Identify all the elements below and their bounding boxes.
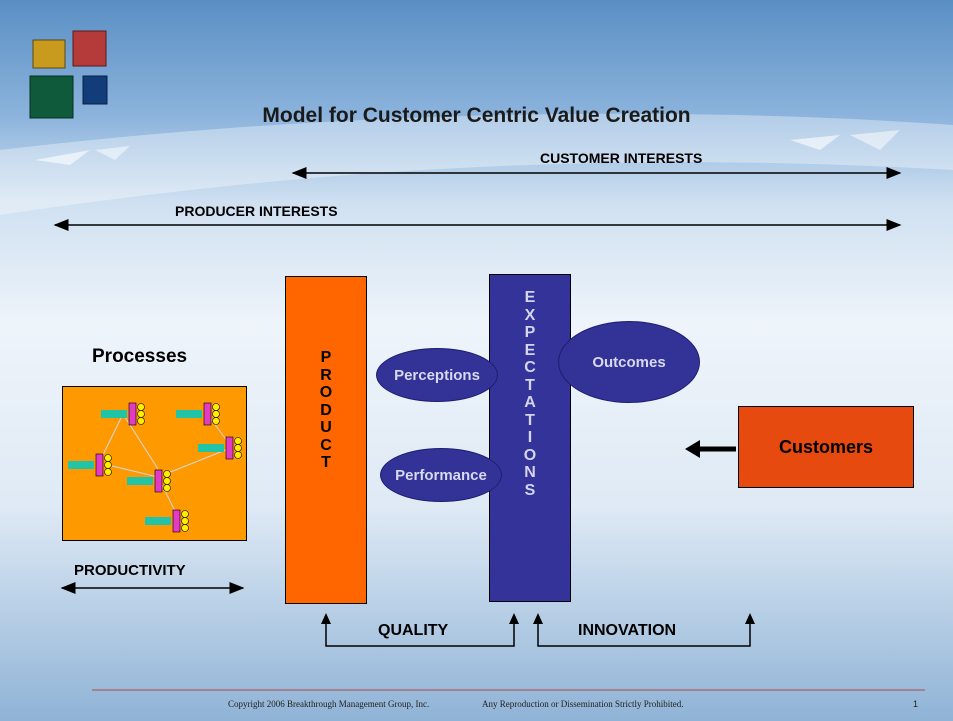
expectations-letter: T	[525, 411, 535, 429]
product-letter: T	[321, 454, 331, 471]
expectations-letter: E	[524, 341, 536, 359]
expectations-letter: X	[524, 306, 536, 324]
product-letter: O	[319, 384, 333, 401]
process-node-icons	[68, 402, 242, 533]
footer-copyright: Copyright 2006 Breakthrough Management G…	[228, 699, 430, 709]
outcomes-ellipse: Outcomes	[558, 321, 700, 403]
product-letter: U	[320, 419, 332, 436]
performance-ellipse: Performance	[380, 448, 502, 502]
product-letter: D	[320, 401, 332, 419]
swoosh-band	[0, 113, 953, 215]
expectations-letter: C	[524, 359, 536, 376]
producer-interests-label: PRODUCER INTERESTS	[175, 203, 338, 219]
footer-notice: Any Reproduction or Dissemination Strict…	[482, 699, 684, 709]
page-number: 1	[913, 699, 919, 709]
productivity-label: PRODUCTIVITY	[74, 562, 186, 579]
logo-icon	[29, 30, 108, 119]
expectations-letter: P	[524, 324, 536, 341]
process-network-icon	[68, 402, 242, 533]
product-letter: C	[320, 436, 332, 454]
quality-bracket	[325, 622, 515, 647]
expectations-letter: E	[524, 289, 536, 306]
innovation-label: INNOVATION	[578, 622, 677, 639]
product-letter: P	[320, 349, 332, 366]
customer-interests-label: CUSTOMER INTERESTS	[540, 150, 703, 166]
perceptions-ellipse: Perceptions	[376, 348, 498, 402]
expectations-letter: T	[525, 376, 535, 394]
expectations-letter: A	[524, 394, 536, 411]
expectations-letter: O	[523, 446, 537, 464]
processes-box	[62, 386, 247, 541]
processes-label: Processes	[92, 346, 188, 367]
customers-box: Customers	[738, 406, 914, 488]
innovation-bracket	[537, 622, 751, 647]
expectations-letter: N	[524, 464, 536, 481]
quality-label: QUALITY	[378, 622, 449, 639]
expectations-letter: I	[527, 429, 533, 446]
product-letter: R	[320, 366, 332, 384]
expectations-letter: S	[524, 481, 536, 499]
slide-title: Model for Customer Centric Value Creatio…	[262, 104, 691, 127]
